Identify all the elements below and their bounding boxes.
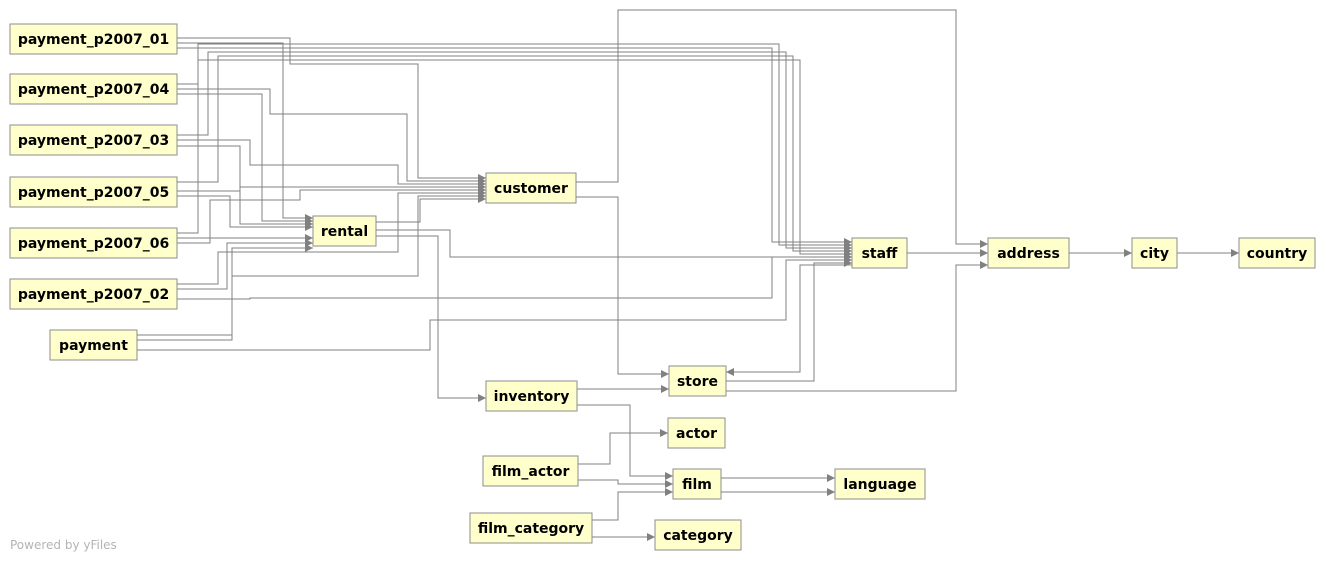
edge-payment_p2007_03-to-rental: [177, 145, 313, 228]
table-box: [469, 512, 593, 544]
edge-payment_p2007_01-to-staff: [177, 47, 852, 246]
table-label: language: [843, 477, 916, 493]
table-box: [9, 227, 178, 259]
edge-film_actor-to-actor: [578, 429, 668, 465]
edge-payment_p2007_03-to-staff: [177, 51, 852, 252]
table-box: [9, 23, 178, 55]
table-box: [9, 278, 178, 310]
table-label: payment_p2007_03: [18, 133, 169, 149]
powered-by-label: Powered by yFiles: [10, 538, 117, 552]
edge-payment_p2007_02-to-staff: [177, 253, 852, 300]
table-node-rental[interactable]: rental: [312, 215, 377, 247]
edge-film_actor-to-film: [578, 479, 673, 488]
table-label: store: [677, 374, 718, 390]
table-label: film_category: [478, 521, 584, 537]
table-label: payment_p2007_04: [18, 82, 170, 98]
relation-edges: [137, 9, 1239, 541]
edge-payment_p2007_04-to-staff: [177, 43, 852, 249]
table-box: [654, 519, 742, 551]
edge-payment_p2007_05-to-rental: [177, 195, 313, 231]
edge-payment_p2007_02-to-rental: [177, 239, 313, 290]
table-node-film-actor[interactable]: film_actor: [482, 455, 579, 487]
edge-payment_p2007_03-to-customer: [177, 139, 486, 188]
table-box: [312, 215, 377, 247]
table-box: [851, 237, 908, 269]
edge-payment_p2007_06-to-customer: [177, 186, 486, 244]
table-label: inventory: [494, 389, 570, 405]
table-node-payment-p2007-04[interactable]: payment_p2007_04: [9, 73, 178, 105]
table-nodes: payment_p2007_01 payment_p2007_04 payment_…: [9, 23, 1316, 551]
table-label: actor: [676, 426, 717, 442]
table-box: [987, 237, 1070, 269]
table-node-store[interactable]: store: [668, 365, 727, 397]
table-node-payment[interactable]: payment: [49, 329, 138, 361]
edge-customer-to-store: [576, 196, 669, 378]
table-node-city[interactable]: city: [1131, 237, 1178, 269]
table-node-inventory[interactable]: inventory: [485, 380, 578, 412]
table-node-payment-p2007-03[interactable]: payment_p2007_03: [9, 124, 178, 156]
table-node-address[interactable]: address: [987, 237, 1070, 269]
edge-payment_p2007_01-to-customer: [177, 37, 486, 182]
edge-inventory-to-film: [577, 404, 673, 480]
table-box: [672, 468, 722, 500]
table-box: [9, 176, 178, 208]
table-label: rental: [321, 224, 368, 240]
table-node-language[interactable]: language: [834, 468, 926, 500]
table-node-payment-p2007-06[interactable]: payment_p2007_06: [9, 227, 178, 259]
edge-payment_p2007_05-to-customer: [177, 183, 486, 192]
table-node-staff[interactable]: staff: [851, 237, 908, 269]
table-label: category: [663, 528, 733, 544]
edge-payment_p2007_02-to-customer: [177, 189, 486, 285]
table-label: payment: [59, 338, 128, 354]
table-node-customer[interactable]: customer: [485, 172, 577, 204]
table-node-actor[interactable]: actor: [667, 417, 726, 449]
table-box: [482, 455, 579, 487]
edge-payment-to-staff: [137, 256, 852, 351]
edge-film_category-to-film: [592, 488, 673, 521]
table-node-film-category[interactable]: film_category: [469, 512, 593, 544]
edge-payment_p2007_01-to-rental: [177, 42, 313, 222]
table-node-payment-p2007-05[interactable]: payment_p2007_05: [9, 176, 178, 208]
table-box: [9, 73, 178, 105]
table-label: customer: [494, 181, 568, 197]
edge-payment_p2007_06-to-staff: [177, 59, 852, 258]
edge-store-to-staff: [726, 259, 852, 382]
table-box: [9, 124, 178, 156]
edge-customer-to-address: [576, 9, 988, 248]
table-box: [1238, 237, 1316, 269]
table-box: [485, 172, 577, 204]
edge-payment_p2007_05-to-staff: [177, 55, 852, 255]
edge-rental-to-customer: [376, 195, 486, 223]
edge-store-to-address: [726, 261, 988, 392]
table-node-film[interactable]: film: [672, 468, 722, 500]
table-node-country[interactable]: country: [1238, 237, 1316, 269]
table-box: [667, 417, 726, 449]
table-box: [485, 380, 578, 412]
table-node-payment-p2007-02[interactable]: payment_p2007_02: [9, 278, 178, 310]
edge-payment_p2007_04-to-customer: [177, 88, 486, 185]
table-box: [668, 365, 727, 397]
table-label: film: [682, 477, 712, 493]
table-label: country: [1247, 246, 1308, 262]
table-box: [1131, 237, 1178, 269]
table-node-payment-p2007-01[interactable]: payment_p2007_01: [9, 23, 178, 55]
edge-rental-to-inventory: [376, 235, 486, 402]
edge-payment-to-customer: [137, 192, 486, 341]
edge-payment_p2007_04-to-rental: [177, 93, 313, 225]
table-box: [49, 329, 138, 361]
table-label: payment_p2007_01: [18, 32, 169, 48]
table-label: film_actor: [492, 464, 570, 480]
edge-rental-to-staff: [376, 229, 852, 261]
edge-payment-to-rental: [137, 244, 313, 336]
edge-staff-to-store: [726, 264, 852, 376]
table-box: [834, 468, 926, 500]
table-label: payment_p2007_05: [18, 185, 169, 201]
table-label: staff: [862, 246, 898, 262]
table-node-category[interactable]: category: [654, 519, 742, 551]
table-label: address: [997, 246, 1060, 262]
table-label: payment_p2007_06: [18, 236, 169, 252]
table-label: payment_p2007_02: [18, 287, 169, 303]
table-label: city: [1140, 246, 1169, 262]
